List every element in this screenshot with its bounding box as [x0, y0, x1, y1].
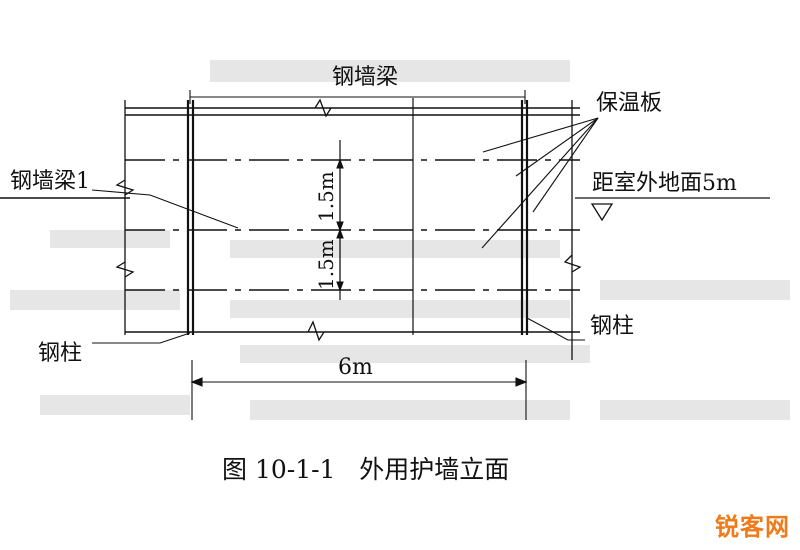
steel-column-right-label: 钢柱: [590, 314, 634, 339]
insulation-board-label: 保温板: [596, 91, 662, 116]
vertical-dimension: [336, 158, 344, 292]
steel-wall-beam-1-label: 钢墙梁1: [10, 169, 90, 194]
span-dimension-label: 6m: [338, 355, 373, 380]
top-dimension: [189, 90, 526, 104]
leader-lines: [91, 117, 599, 344]
background-texture: [10, 60, 790, 420]
wall-beam-lines: [0, 107, 580, 333]
steel-column-left-label: 钢柱: [38, 341, 82, 366]
span-dimension: [190, 360, 528, 420]
frame-verticals: [124, 100, 573, 360]
watermark-logo: 锐客网: [715, 513, 790, 541]
steel-wall-beam-label: 钢墙梁: [332, 65, 398, 90]
ground-level-marker: [575, 197, 770, 222]
inner-studs: [339, 98, 414, 335]
spacing-upper-label: 1.5m: [314, 171, 338, 222]
spacing-lower-label: 1.5m: [314, 239, 338, 290]
figure-caption: 图 10-1-1 外用护墙立面: [222, 455, 509, 484]
steel-columns: [186, 100, 529, 335]
ground-height-label: 距室外地面5m: [592, 171, 737, 196]
